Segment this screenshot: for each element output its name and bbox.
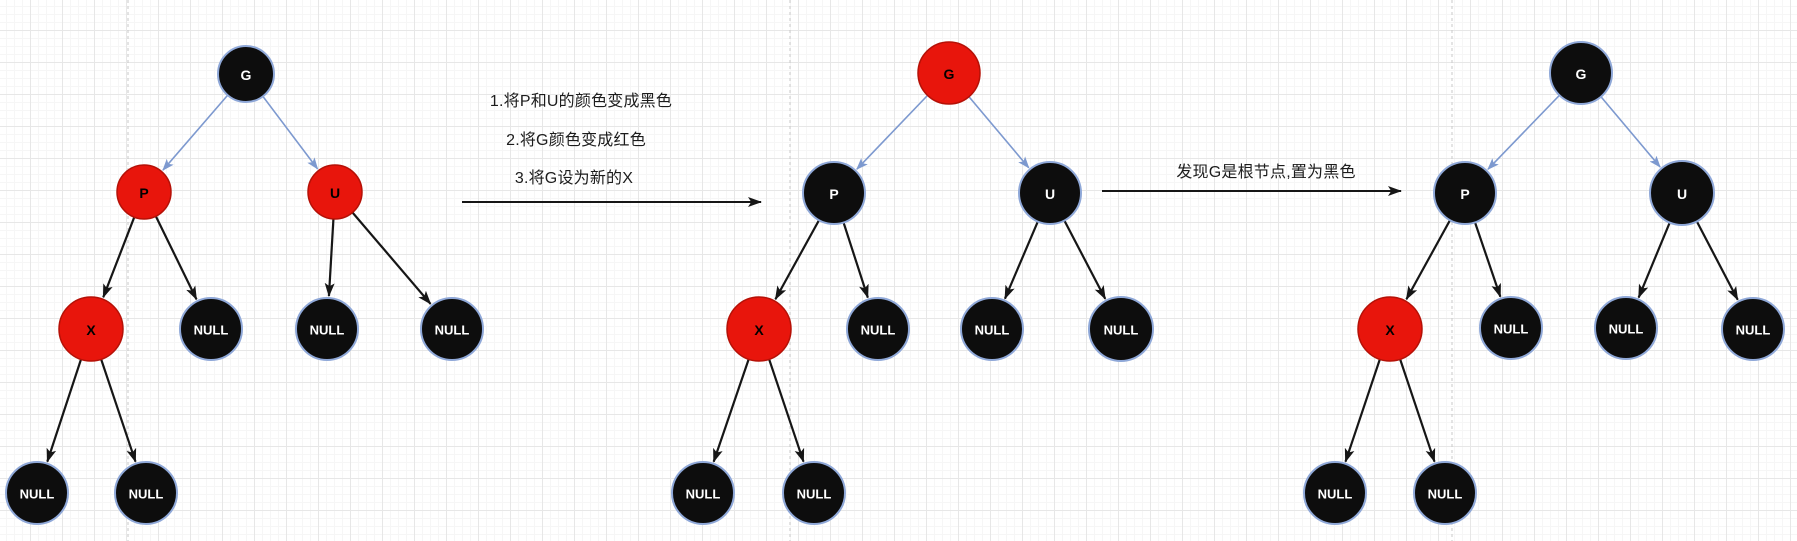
node-circle	[1549, 41, 1613, 105]
node-label: NULL	[1104, 323, 1139, 338]
tree-2-node-n3[interactable]: NULL	[1088, 296, 1154, 362]
node-label: NULL	[1494, 322, 1529, 337]
node-circle	[1479, 296, 1543, 360]
node-circle	[782, 461, 846, 525]
tree-2-node-G[interactable]: G	[917, 41, 981, 105]
tree-3-node-n1[interactable]: NULL	[1479, 296, 1543, 360]
node-label: U	[1045, 186, 1055, 202]
tree-3-node-X[interactable]: X	[1357, 296, 1423, 362]
node-label: G	[1576, 66, 1587, 82]
tree-1-node-X[interactable]: X	[58, 296, 124, 362]
node-label: X	[1385, 322, 1395, 338]
tree-2-node-P[interactable]: P	[802, 161, 866, 225]
node-circle	[846, 297, 910, 361]
tree-3-node-n2[interactable]: NULL	[1594, 296, 1658, 360]
node-label: NULL	[1609, 322, 1644, 337]
node-circle	[917, 41, 981, 105]
tree-3-node-U[interactable]: U	[1649, 160, 1715, 226]
step-annotation-line-1[interactable]: 1.将P和U的颜色变成黑色	[489, 93, 673, 110]
node-label: NULL	[194, 323, 229, 338]
tree-1-node-n2[interactable]: NULL	[295, 297, 359, 361]
node-circle	[58, 296, 124, 362]
node-circle	[726, 296, 792, 362]
tree-3: G P U X NULL NULL NULL NULL NULL	[1303, 41, 1785, 525]
node-label: NULL	[435, 323, 470, 338]
node-label: X	[754, 322, 764, 338]
node-circle	[1357, 296, 1423, 362]
node-circle	[1088, 296, 1154, 362]
step-annotation-line-3[interactable]: 3.将G设为新的X	[514, 170, 634, 187]
tree-1-node-n1[interactable]: NULL	[179, 297, 243, 361]
node-circle	[420, 297, 484, 361]
node-circle	[802, 161, 866, 225]
node-circle	[5, 461, 69, 525]
node-label: NULL	[975, 323, 1010, 338]
node-label: U	[330, 185, 340, 201]
tree-3-node-n4[interactable]: NULL	[1303, 461, 1367, 525]
tree-2-node-n5[interactable]: NULL	[782, 461, 846, 525]
tree-2-node-n4[interactable]: NULL	[671, 461, 735, 525]
root-rule-annotation[interactable]: 发现G是根节点,置为黑色	[1176, 164, 1356, 181]
node-circle	[1594, 296, 1658, 360]
node-circle	[1303, 461, 1367, 525]
tree-1-node-n4[interactable]: NULL	[5, 461, 69, 525]
node-label: P	[139, 185, 148, 201]
tree-3-node-P[interactable]: P	[1433, 161, 1497, 225]
node-circle	[179, 297, 243, 361]
step-annotation-line-2[interactable]: 2.将G颜色变成红色	[506, 132, 646, 149]
node-label: NULL	[20, 487, 55, 502]
node-circle	[1018, 161, 1082, 225]
node-label: NULL	[129, 487, 164, 502]
tree-2-node-n2[interactable]: NULL	[960, 297, 1024, 361]
node-circle	[295, 297, 359, 361]
node-circle	[307, 164, 363, 220]
tree-2-node-X[interactable]: X	[726, 296, 792, 362]
node-circle	[960, 297, 1024, 361]
node-label: NULL	[1736, 323, 1771, 338]
tree-1-node-n5[interactable]: NULL	[114, 461, 178, 525]
tree-2: G P U X NULL NULL NULL NULL NULL	[671, 41, 1154, 525]
node-label: P	[1460, 186, 1469, 202]
node-circle	[671, 461, 735, 525]
node-label: NULL	[797, 487, 832, 502]
node-label: U	[1677, 186, 1687, 202]
node-circle	[1721, 297, 1785, 361]
tree-1-node-n3[interactable]: NULL	[420, 297, 484, 361]
node-label: G	[944, 66, 955, 82]
node-label: NULL	[1428, 487, 1463, 502]
node-label: NULL	[861, 323, 896, 338]
node-label: X	[86, 322, 96, 338]
node-label: NULL	[1318, 487, 1353, 502]
tree-1-node-U[interactable]: U	[307, 164, 363, 220]
tree-1-node-G[interactable]: G	[217, 45, 275, 103]
tree-3-node-G[interactable]: G	[1549, 41, 1613, 105]
node-circle	[1433, 161, 1497, 225]
node-circle	[114, 461, 178, 525]
node-circle	[1649, 160, 1715, 226]
tree-1: G P U X NULL NULL NULL NULL NULL	[5, 45, 484, 525]
node-circle	[116, 164, 172, 220]
node-circle	[1413, 461, 1477, 525]
node-label: P	[829, 186, 838, 202]
tree-1-node-P[interactable]: P	[116, 164, 172, 220]
tree-3-node-n3[interactable]: NULL	[1721, 297, 1785, 361]
tree-2-node-n1[interactable]: NULL	[846, 297, 910, 361]
tree-2-node-U[interactable]: U	[1018, 161, 1082, 225]
node-label: NULL	[310, 323, 345, 338]
node-label: G	[241, 67, 252, 83]
node-circle	[217, 45, 275, 103]
node-label: NULL	[686, 487, 721, 502]
tree-3-node-n5[interactable]: NULL	[1413, 461, 1477, 525]
